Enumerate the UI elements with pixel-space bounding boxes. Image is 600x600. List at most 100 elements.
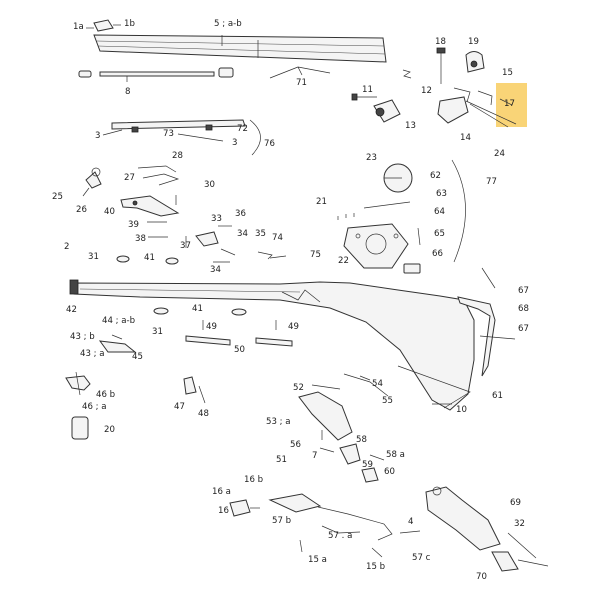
label-7: 7 bbox=[312, 451, 317, 461]
part-14-lockplate bbox=[437, 87, 471, 124]
label-72: 72 bbox=[237, 124, 248, 134]
leader-77 bbox=[451, 159, 466, 263]
label-27: 27 bbox=[124, 173, 135, 183]
part-18-screw bbox=[436, 47, 446, 84]
label-14: 14 bbox=[460, 133, 471, 143]
label-77: 77 bbox=[486, 177, 497, 187]
label-41a: 41 bbox=[144, 253, 155, 263]
part-65-pin bbox=[417, 227, 421, 246]
label-62: 62 bbox=[430, 171, 441, 181]
part-75-pin bbox=[269, 255, 287, 259]
label-30: 30 bbox=[204, 180, 215, 190]
label-46b: 46 b bbox=[96, 390, 115, 400]
label-8: 8 bbox=[125, 87, 130, 97]
label-59: 59 bbox=[362, 460, 373, 470]
part-74-spring bbox=[257, 251, 273, 260]
label-58a: 58 a bbox=[386, 450, 405, 460]
label-75: 75 bbox=[310, 250, 321, 260]
label-24: 24 bbox=[494, 149, 505, 159]
label-11: 11 bbox=[362, 85, 373, 95]
label-51: 51 bbox=[276, 455, 287, 465]
label-33: 33 bbox=[211, 214, 222, 224]
label-37: 37 bbox=[180, 241, 191, 251]
label-32: 32 bbox=[514, 519, 525, 529]
label-70: 70 bbox=[476, 572, 487, 582]
part-20-cylinder bbox=[71, 416, 89, 440]
label-57a: 57 . a bbox=[328, 531, 352, 541]
part-8-ramrod bbox=[78, 67, 234, 82]
label-43a: 43 ; a bbox=[80, 349, 105, 359]
label-36: 36 bbox=[235, 209, 246, 219]
part-61-rod bbox=[397, 365, 471, 409]
label-16b: 16 b bbox=[244, 475, 263, 485]
label-76: 76 bbox=[264, 139, 275, 149]
label-26: 26 bbox=[76, 205, 87, 215]
label-52: 52 bbox=[293, 383, 304, 393]
label-50: 50 bbox=[234, 345, 245, 355]
part-47-48-hammer bbox=[183, 376, 206, 404]
part-54-55-spring bbox=[343, 373, 389, 397]
part-59-60-parts bbox=[361, 454, 385, 483]
label-16: 16 bbox=[218, 506, 229, 516]
label-69: 69 bbox=[510, 498, 521, 508]
label-60: 60 bbox=[384, 467, 395, 477]
part-39-38-screws bbox=[147, 221, 168, 238]
part-19-hammer bbox=[465, 51, 485, 73]
part-43-45-lever bbox=[98, 334, 137, 353]
part-52-53-plate bbox=[298, 384, 353, 441]
part-50-plates bbox=[185, 335, 293, 347]
label-34b: 34 bbox=[210, 265, 221, 275]
part-40-sear bbox=[120, 195, 180, 217]
label-68: 68 bbox=[518, 304, 529, 314]
label-54: 54 bbox=[372, 379, 383, 389]
leader-76 bbox=[249, 119, 261, 156]
label-20: 20 bbox=[104, 425, 115, 435]
part-49-screws bbox=[202, 320, 277, 330]
label-2: 2 bbox=[64, 242, 69, 252]
label-40: 40 bbox=[104, 207, 115, 217]
label-63: 63 bbox=[436, 189, 447, 199]
label-48: 48 bbox=[198, 409, 209, 419]
label-35: 35 bbox=[255, 229, 266, 239]
label-12: 12 bbox=[421, 86, 432, 96]
label-61: 61 bbox=[492, 391, 503, 401]
label-15: 15 bbox=[502, 68, 513, 78]
part-3-pin-b bbox=[177, 133, 224, 142]
label-42: 42 bbox=[66, 305, 77, 315]
label-17: 17 bbox=[504, 99, 515, 109]
label-44ab: 44 ; a-b bbox=[102, 316, 135, 326]
label-39: 39 bbox=[128, 220, 139, 230]
part-16-screw bbox=[229, 499, 260, 517]
part-66-block bbox=[403, 263, 421, 274]
label-74: 74 bbox=[272, 233, 283, 243]
label-49b: 49 bbox=[288, 322, 299, 332]
part-57-lock-assembly bbox=[268, 493, 421, 541]
label-22: 22 bbox=[338, 256, 349, 266]
part-10-stock bbox=[69, 279, 475, 411]
part-12-spring bbox=[402, 69, 412, 79]
label-47: 47 bbox=[174, 402, 185, 412]
part-25-26-sight bbox=[82, 167, 102, 197]
part-22-64-lockplate-frame bbox=[343, 223, 409, 269]
label-57c: 57 c bbox=[412, 553, 431, 563]
part-68-buttplate bbox=[457, 296, 496, 377]
label-66: 66 bbox=[432, 249, 443, 259]
part-70-32-screw bbox=[491, 532, 549, 572]
label-31b: 31 bbox=[152, 327, 163, 337]
part-15ab-screws bbox=[299, 539, 383, 558]
label-73: 73 bbox=[163, 129, 174, 139]
label-3b: 3 bbox=[232, 138, 237, 148]
label-64: 64 bbox=[434, 207, 445, 217]
part-24-mainspring bbox=[465, 100, 517, 128]
label-57b: 57 b bbox=[272, 516, 291, 526]
label-67a: 67 bbox=[518, 286, 529, 296]
part-34-36-pins bbox=[213, 225, 236, 263]
part-73-trigger-plate bbox=[111, 119, 246, 133]
part-46-hammer bbox=[65, 371, 91, 396]
part-3-pin-a bbox=[102, 129, 123, 136]
label-25: 25 bbox=[52, 192, 63, 202]
label-15b: 15 b bbox=[366, 562, 385, 572]
part-28-spring bbox=[137, 165, 177, 173]
label-4: 4 bbox=[408, 517, 413, 527]
